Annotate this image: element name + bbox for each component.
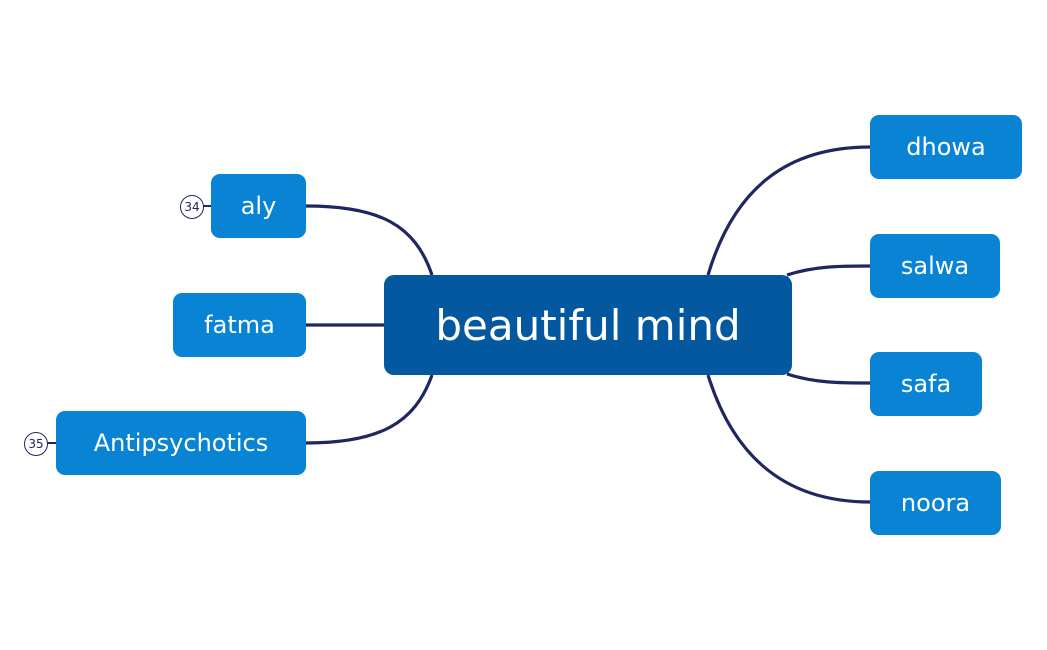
central-topic-label: beautiful mind [435,300,741,350]
topic-label: dhowa [906,133,986,161]
topic-label: safa [900,370,952,398]
connector-aly [305,204,434,276]
number-marker-icon[interactable]: 35 [24,432,48,456]
connector-antipsychotics [305,374,434,445]
marker-connector [203,205,211,207]
topic-aly[interactable]: aly [211,174,306,238]
topic-dhowa[interactable]: dhowa [870,115,1022,179]
connector-safa [786,372,871,385]
topic-noora[interactable]: noora [870,471,1001,535]
connector-dhowa [706,145,871,276]
topic-label: Antipsychotics [93,429,269,457]
topic-label: salwa [900,252,970,280]
topic-label: noora [900,489,971,517]
marker-number: 35 [28,437,44,451]
marker-connector [47,442,56,444]
topic-label: fatma [204,311,275,339]
connector-salwa [786,264,871,277]
central-topic[interactable]: beautiful mind [384,275,792,375]
marker-number: 34 [184,200,200,214]
topic-fatma[interactable]: fatma [173,293,306,357]
topic-safa[interactable]: safa [870,352,982,416]
topic-salwa[interactable]: salwa [870,234,1000,298]
topic-antipsychotics[interactable]: Antipsychotics [56,411,306,475]
number-marker-icon[interactable]: 34 [180,195,204,219]
topic-label: aly [240,192,277,220]
connector-noora [706,374,871,504]
